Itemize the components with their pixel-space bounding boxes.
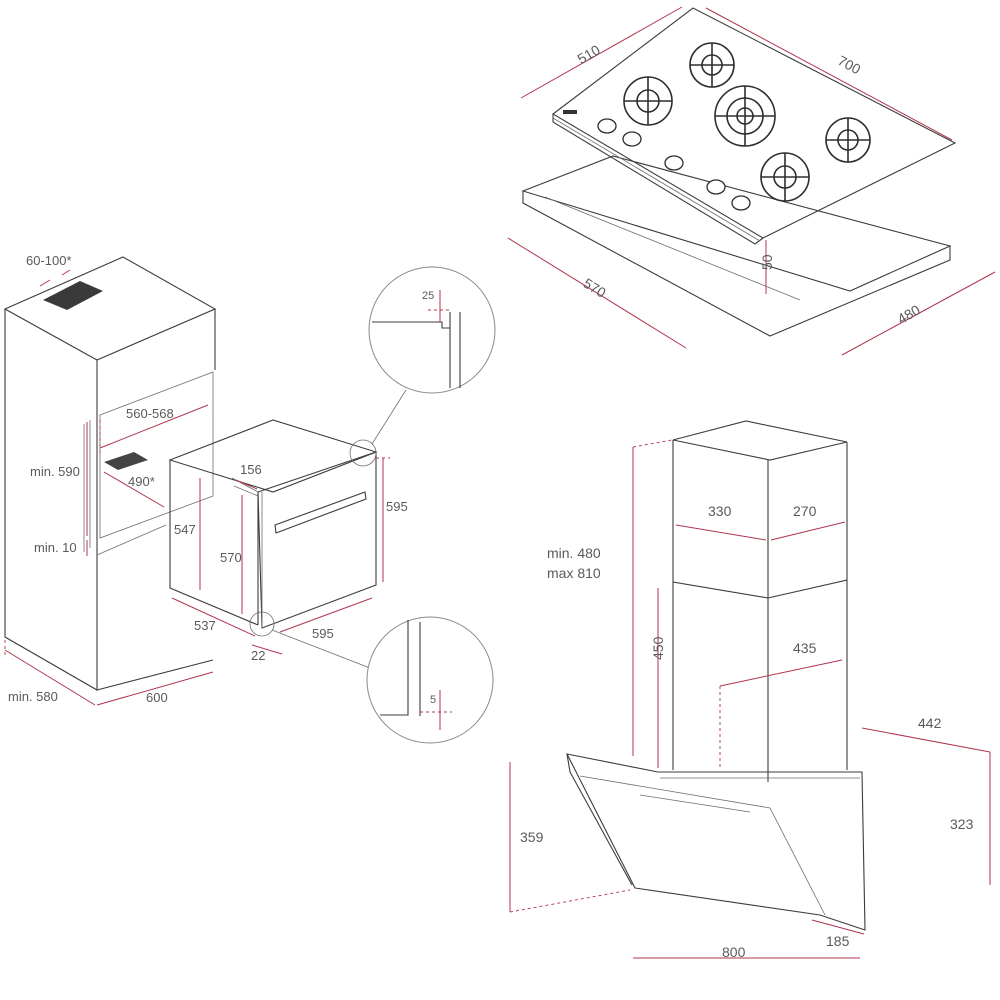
knob-4 xyxy=(706,179,726,195)
oven-height-label: 595 xyxy=(386,499,408,514)
top-gap-label: 25 xyxy=(422,290,434,302)
door-width-label: 595 xyxy=(312,626,334,641)
oven-body-height-label: 547 xyxy=(174,522,196,537)
knob-2 xyxy=(622,131,642,147)
burner-front xyxy=(760,152,810,202)
oven-cabinet-drawing xyxy=(3,256,217,691)
hood-dimensions: min. 480 max 810 330 270 450 435 442 323… xyxy=(509,439,991,960)
burner-center-wok xyxy=(714,85,776,147)
door-thickness-label: 22 xyxy=(251,648,265,663)
top-detail-circle xyxy=(368,266,496,394)
knob-5 xyxy=(731,195,751,211)
chimney-height-line-2: max 810 xyxy=(547,565,601,581)
chimney-width-label: 330 xyxy=(708,503,732,519)
door-height-label: 570 xyxy=(220,550,242,565)
hood-drawing xyxy=(565,420,866,931)
hob-drawing xyxy=(521,7,957,337)
oven-dimensions: 60-100* 560-568 min. 590 490* min. 10 mi… xyxy=(4,253,408,706)
knob-1 xyxy=(597,118,617,134)
cabinet-depth-label: min. 580 xyxy=(8,689,58,704)
canopy-bottom-depth-label: 185 xyxy=(826,933,850,949)
burner-left xyxy=(623,76,673,126)
cutout-width-label: 570 xyxy=(581,275,609,301)
canopy-back-height-label: 323 xyxy=(950,816,974,832)
niche-width-label: 560-568 xyxy=(126,406,174,421)
vent-slot xyxy=(43,281,103,310)
vent-gap-label: 60-100* xyxy=(26,253,72,268)
lower-chimney-height-label: 450 xyxy=(650,636,666,660)
bottom-gap-detail-label: 5 xyxy=(430,694,436,706)
top-offset-label: 156 xyxy=(240,462,262,477)
hob-dimensions: 510 700 570 480 50 xyxy=(507,6,996,356)
oven-depth-label: 537 xyxy=(194,618,216,633)
knob-3 xyxy=(664,155,684,171)
bottom-detail-circle xyxy=(366,616,494,744)
lower-chimney-depth-label: 435 xyxy=(793,640,817,656)
oven-drawing xyxy=(168,419,378,629)
detail-callouts: 25 5 xyxy=(249,266,496,744)
burner-rear-left xyxy=(689,42,735,88)
glass-depth-label: 510 xyxy=(575,41,603,67)
chimney-depth-label: 270 xyxy=(793,503,817,519)
burner-right xyxy=(825,117,871,163)
chimney-height-label: min. 480 max 810 xyxy=(547,545,605,581)
vent-depth-label: 490* xyxy=(128,474,155,489)
niche-height-label: min. 590 xyxy=(30,464,80,479)
canopy-width-label: 800 xyxy=(722,944,746,960)
cutout-depth-label: 480 xyxy=(895,301,923,327)
glass-width-label: 700 xyxy=(835,52,863,77)
canopy-front-height-label: 359 xyxy=(520,829,544,845)
hob-height-label: 50 xyxy=(759,254,775,270)
cabinet-width-label: 600 xyxy=(146,690,168,705)
chimney-height-line-1: min. 480 xyxy=(547,545,601,561)
canopy-depth-label: 442 xyxy=(918,715,942,731)
bottom-gap-label: min. 10 xyxy=(34,540,77,555)
